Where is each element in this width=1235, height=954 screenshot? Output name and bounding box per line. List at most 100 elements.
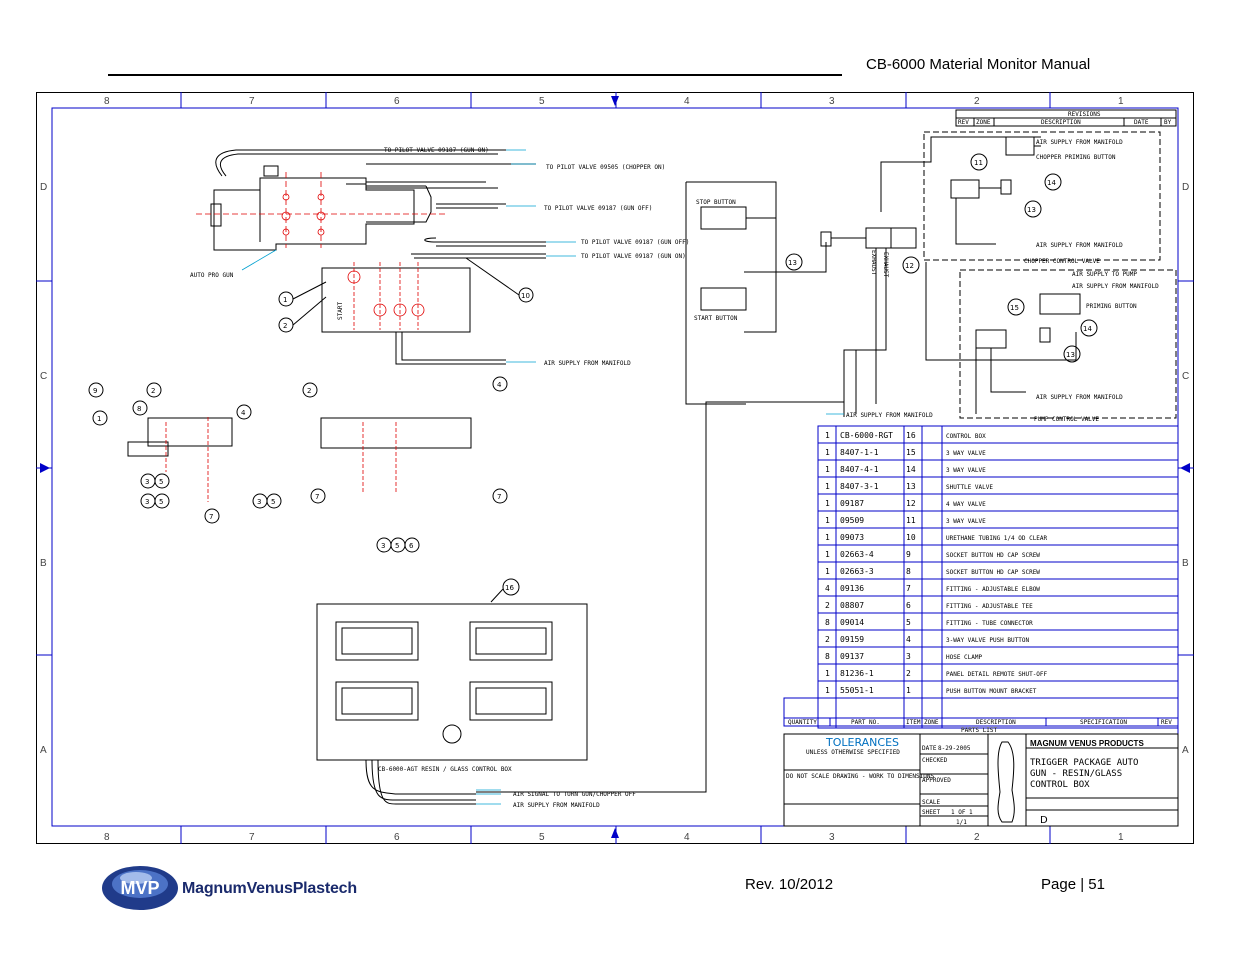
- svg-text:6: 6: [409, 542, 414, 550]
- parts-list-item: 1: [906, 686, 911, 695]
- drawing-title-2: GUN - RESIN/GLASS: [1030, 769, 1122, 779]
- callout-gun-off-top: TO PILOT VALVE 09187 (GUN OFF): [544, 205, 652, 212]
- parts-list-qty: 2: [825, 635, 830, 644]
- svg-text:4: 4: [241, 409, 246, 417]
- chopper-control-valve-box: 11 14 13 AIR SUPPLY FROM MANIFOLD CHOPPE…: [923, 131, 1161, 361]
- zone-col-label: 1: [1118, 832, 1124, 843]
- zone-col-label: 3: [829, 96, 835, 107]
- parts-list-part: 8407-4-1: [840, 465, 879, 474]
- parts-list-item: 4: [906, 635, 911, 644]
- unless-specified: UNLESS OTHERWISE SPECIFIED: [806, 749, 900, 756]
- revision-date: Rev. 10/2012: [745, 876, 834, 893]
- parts-list-desc: 3 WAY VALVE: [946, 518, 986, 525]
- svg-text:15: 15: [1010, 304, 1019, 312]
- parts-list-qty: 8: [825, 652, 830, 661]
- callout-chopper-on: TO PILOT VALVE 09505 (CHOPPER ON): [546, 164, 665, 171]
- revisions-block: REVISIONS REV ZONE DESCRIPTION DATE BY: [955, 109, 1177, 127]
- callout-gun-on-top: TO PILOT VALVE 09187 (GUN ON): [384, 147, 489, 154]
- svg-text:12: 12: [905, 262, 914, 270]
- parts-list-item: 7: [906, 584, 911, 593]
- svg-text:13: 13: [1066, 351, 1075, 359]
- svg-text:8: 8: [137, 405, 141, 413]
- scale-value: 1/1: [956, 819, 967, 826]
- revisions-title: REVISIONS: [1068, 111, 1101, 118]
- parts-list-part: 8407-3-1: [840, 482, 879, 491]
- parts-list-desc: CONTROL BOX: [946, 433, 986, 440]
- parts-list-part: 09137: [840, 652, 864, 661]
- parts-list-desc: 3 WAY VALVE: [946, 450, 986, 457]
- zone-labels: 8 7 6 5 4 3 2 1 8 7 6 5 4 3 2 1 D C B A …: [40, 96, 1189, 843]
- callout-air-supply-1: AIR SUPPLY FROM MANIFOLD: [544, 360, 631, 367]
- parts-list-desc: URETHANE TUBING 1/4 OD CLEAR: [946, 535, 1048, 542]
- zone-ticks: [36, 92, 1194, 844]
- zone-col-label: 5: [539, 96, 545, 107]
- parts-list-qty: 1: [825, 533, 830, 542]
- parts-list-item: 5: [906, 618, 911, 627]
- svg-text:ZONE: ZONE: [976, 119, 991, 126]
- svg-text:3: 3: [381, 542, 385, 550]
- callout-air-supply-a: AIR SUPPLY FROM MANIFOLD: [1036, 139, 1123, 146]
- svg-text:7: 7: [209, 513, 213, 521]
- svg-text:5: 5: [271, 498, 275, 506]
- tolerances-title: TOLERANCES: [825, 736, 899, 749]
- parts-list-qty: 8: [825, 618, 830, 627]
- bracket-details: 9 2 8 1 4 7 2 4 7 7 3 5 3 5 3 5 3 5 6: [88, 376, 508, 553]
- parts-list-item: 6: [906, 601, 911, 610]
- parts-list-qty: 1: [825, 465, 830, 474]
- parts-list-qty: 1: [825, 482, 830, 491]
- callout-air-supply-e: AIR SUPPLY FROM MANIFOLD: [513, 802, 600, 809]
- svg-text:5: 5: [159, 478, 163, 486]
- sheet-value: 1 OF 1: [951, 809, 973, 816]
- start-button-label: START BUTTON: [694, 315, 738, 322]
- drawing-title-1: TRIGGER PACKAGE AUTO: [1030, 758, 1138, 768]
- header-rule: [108, 74, 842, 76]
- parts-list-desc: SOCKET BUTTON HD CAP SCREW: [946, 569, 1040, 576]
- parts-list-desc: FITTING - ADJUSTABLE TEE: [946, 603, 1033, 610]
- zone-col-label: 6: [394, 96, 400, 107]
- zone-col-label: 5: [539, 832, 545, 843]
- parts-list-qty: 1: [825, 516, 830, 525]
- parts-list-part: 81236-1: [840, 669, 874, 678]
- exhaust-label-1: EXHAUST: [870, 250, 877, 276]
- drawing-title-3: CONTROL BOX: [1030, 780, 1090, 790]
- logo-badge: MVP: [120, 878, 159, 898]
- svg-text:3: 3: [145, 478, 149, 486]
- parts-list-item: 11: [906, 516, 916, 525]
- svg-text:REV: REV: [958, 119, 969, 126]
- center-arrows: [40, 96, 1190, 838]
- svg-text:REV: REV: [1161, 719, 1172, 726]
- svg-text:DESCRIPTION: DESCRIPTION: [1041, 119, 1081, 126]
- svg-text:7: 7: [497, 493, 501, 501]
- zone-row-label: A: [1182, 745, 1189, 756]
- parts-list-part: CB-6000-RGT: [840, 431, 893, 440]
- parts-list-qty: 4: [825, 584, 830, 593]
- svg-text:CHECKED: CHECKED: [922, 757, 948, 764]
- statue-emblem-icon: [997, 741, 1015, 823]
- parts-list-title: PARTS LIST: [961, 727, 998, 734]
- callout-air-supply-c: AIR SUPPLY FROM MANIFOLD: [1072, 283, 1159, 290]
- parts-list-item: 16: [906, 431, 916, 440]
- auto-pro-gun-label: AUTO PRO GUN: [190, 272, 234, 279]
- company-name: MAGNUM VENUS PRODUCTS: [1030, 739, 1144, 748]
- svg-text:16: 16: [505, 584, 514, 592]
- parts-list-desc: HOSE CLAMP: [946, 654, 983, 661]
- zone-row-label: D: [1182, 182, 1189, 193]
- svg-text:13: 13: [1027, 206, 1036, 214]
- control-box-panel: 16 CB-6000-AGT RESIN / GLASS CONTROL BOX…: [316, 578, 636, 809]
- parts-list-item: 2: [906, 669, 911, 678]
- parts-list-qty: 1: [825, 669, 830, 678]
- parts-list-qty: 1: [825, 550, 830, 559]
- page-header-title: CB-6000 Material Monitor Manual: [866, 56, 1091, 73]
- zone-row-label: A: [40, 745, 47, 756]
- parts-list-qty: 1: [825, 499, 830, 508]
- zone-col-label: 4: [684, 96, 690, 107]
- parts-list-desc: SOCKET BUTTON HD CAP SCREW: [946, 552, 1040, 559]
- logo-wordmark: MagnumVenusPlastech: [182, 880, 357, 897]
- callout-air-supply-to-pump: AIR SUPPLY TO PUMP: [1072, 271, 1137, 278]
- callout-gun-off: TO PILOT VALVE 09187 (GUN OFF): [581, 239, 689, 246]
- zone-row-label: B: [1182, 558, 1189, 569]
- parts-list-item: 14: [906, 465, 916, 474]
- zone-col-label: 8: [104, 832, 110, 843]
- drawing-date: 8-29-2005: [938, 745, 971, 752]
